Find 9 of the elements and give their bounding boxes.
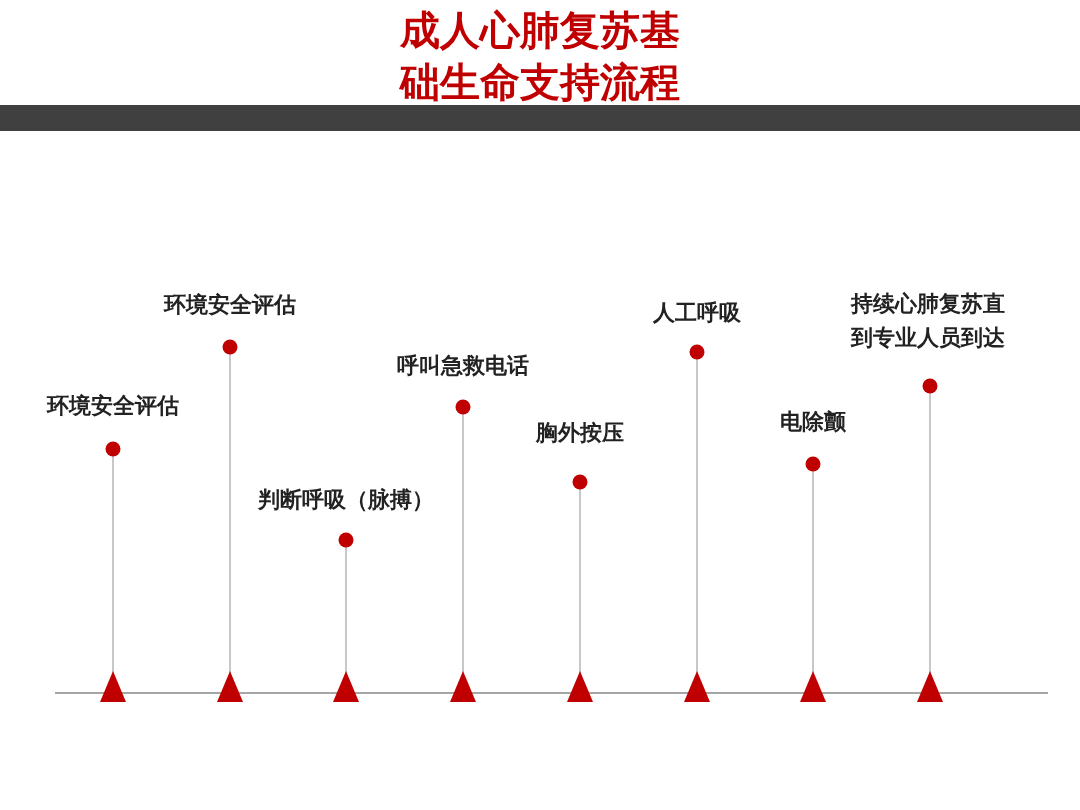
step-label: 持续心肺复苏直到专业人员到达	[850, 287, 1014, 355]
step-label: 判断呼吸（脉搏）	[258, 483, 434, 517]
title: 成人心肺复苏基础生命支持流程	[398, 6, 681, 107]
step-label: 环境安全评估	[47, 389, 179, 423]
step-label: 人工呼吸	[653, 296, 741, 330]
step-label: 胸外按压	[536, 416, 624, 450]
step-label: 环境安全评估	[164, 288, 296, 322]
step-label: 电除颤	[780, 405, 846, 439]
step-label: 呼叫急救电话	[397, 349, 529, 383]
